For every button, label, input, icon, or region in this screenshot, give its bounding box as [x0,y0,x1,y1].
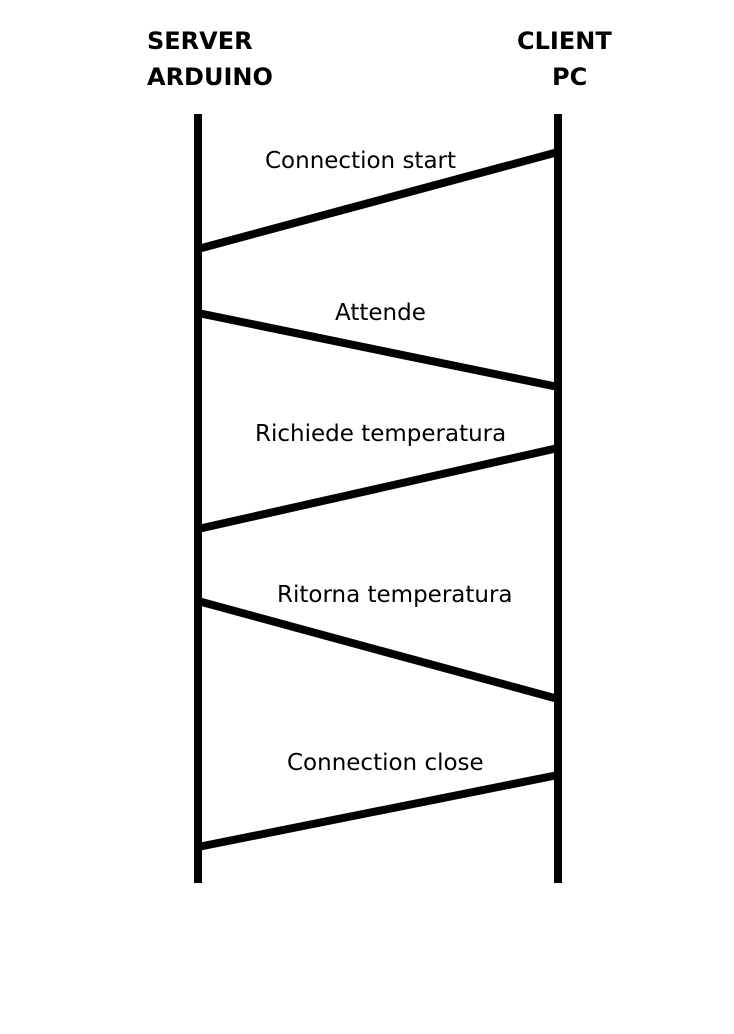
message-line-connection-close [197,771,559,851]
participant-server-line1: SERVER [147,27,253,55]
message-label-richiede-temperatura: Richiede temperatura [255,421,506,447]
participant-client-line2: PC [552,63,587,91]
message-label-attende: Attende [335,300,426,326]
message-line-richiede-temperatura [197,444,559,533]
message-label-ritorna-temperatura: Ritorna temperatura [277,582,513,608]
participant-server: SERVER ARDUINO [147,27,273,91]
message-line-attende [197,309,559,391]
message-label-connection-close: Connection close [287,750,484,776]
message-label-connection-start: Connection start [265,148,456,174]
message-line-connection-start [196,148,560,253]
message-line-ritorna-temperatura [196,597,560,703]
participant-server-line2: ARDUINO [147,63,273,91]
participant-client: CLIENT PC [517,27,612,91]
participant-client-line1: CLIENT [517,27,612,55]
